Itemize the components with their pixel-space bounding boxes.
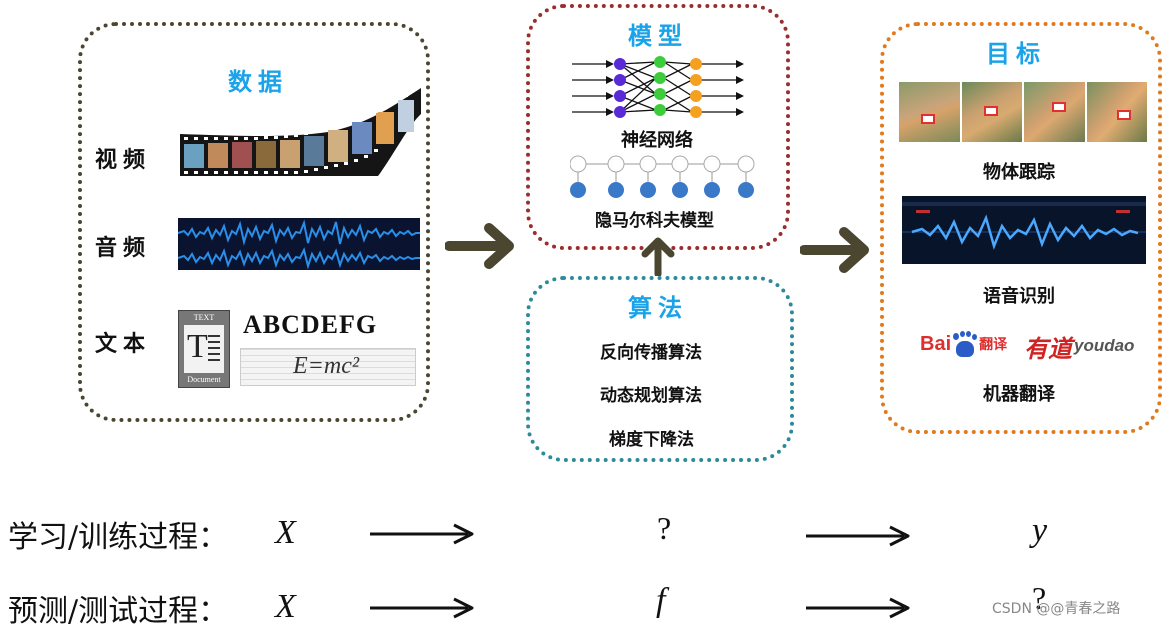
data-box (78, 22, 430, 422)
speech-recognition-image (902, 196, 1146, 264)
watermark: CSDN @@青春之路 (992, 601, 1121, 617)
tracking-frame (899, 82, 960, 142)
model-box-title: 模型 (628, 22, 688, 50)
train-output-y: y (1032, 512, 1048, 549)
film-strip-image (180, 88, 421, 176)
right-arrow-icon (800, 227, 869, 273)
youdao-logo-en: youdao (1074, 336, 1135, 355)
algorithm-item: 梯度下降法 (609, 430, 694, 450)
tracking-label: 物体跟踪 (983, 162, 1055, 183)
neural-network-diagram (572, 56, 744, 118)
train-model-unknown: ? (657, 510, 672, 546)
algorithm-item: 动态规划算法 (600, 386, 702, 406)
up-arrow-icon (641, 237, 675, 276)
tracking-frame (1086, 82, 1147, 142)
document-icon-letter: T (187, 328, 208, 365)
audio-label: 音频 (95, 236, 152, 261)
text-label: 文本 (95, 332, 152, 357)
test-output-unknown: ? (1032, 580, 1047, 616)
video-label: 视频 (95, 148, 152, 173)
tracking-images (899, 82, 1147, 142)
long-right-arrow-icon (370, 597, 474, 619)
speech-label: 语音识别 (983, 286, 1055, 307)
hmm-diagram (570, 155, 755, 198)
neural-network-label: 神经网络 (621, 130, 693, 151)
train-process-label: 学习/训练过程： (8, 520, 229, 555)
tracking-frame (961, 82, 1022, 142)
target-box-title: 目标 (986, 40, 1046, 68)
long-right-arrow-icon (806, 597, 910, 619)
algorithm-box (526, 276, 794, 462)
baidu-logo: Bai 翻译 (920, 324, 1007, 364)
test-model-f: f (656, 582, 666, 619)
baidu-logo-cn: 翻译 (979, 337, 1008, 353)
audio-waveform-image (178, 218, 420, 270)
document-icon-top-text: TEXT (193, 313, 215, 322)
algorithm-item: 反向传播算法 (600, 343, 702, 363)
baidu-logo-text: Bai (920, 332, 952, 355)
right-arrow-icon (445, 223, 514, 269)
hmm-label: 隐马尔科夫模型 (595, 211, 714, 231)
tracking-frame (1024, 82, 1085, 142)
formula-text: E=mc² (293, 353, 360, 379)
document-icon: TEXT T Document (178, 310, 230, 388)
text-sample: ABCDEFG (243, 310, 378, 339)
translation-label: 机器翻译 (983, 384, 1055, 405)
target-box (880, 22, 1162, 434)
baidu-paw-icon (953, 331, 978, 357)
test-input-x: X (275, 588, 296, 625)
youdao-logo-cn: 有道 (1024, 334, 1072, 363)
long-right-arrow-icon (806, 525, 910, 547)
long-right-arrow-icon (370, 523, 474, 545)
document-icon-page: T (184, 325, 224, 373)
data-box-title: 数据 (228, 68, 288, 96)
train-input-x: X (275, 514, 296, 551)
document-icon-bottom-text: Document (187, 375, 221, 384)
formula-handwriting-image: E=mc² (240, 348, 416, 386)
algorithm-box-title: 算法 (628, 294, 688, 322)
test-process-label: 预测/测试过程： (8, 594, 229, 629)
youdao-logo: 有道 youdao (1024, 326, 1134, 366)
